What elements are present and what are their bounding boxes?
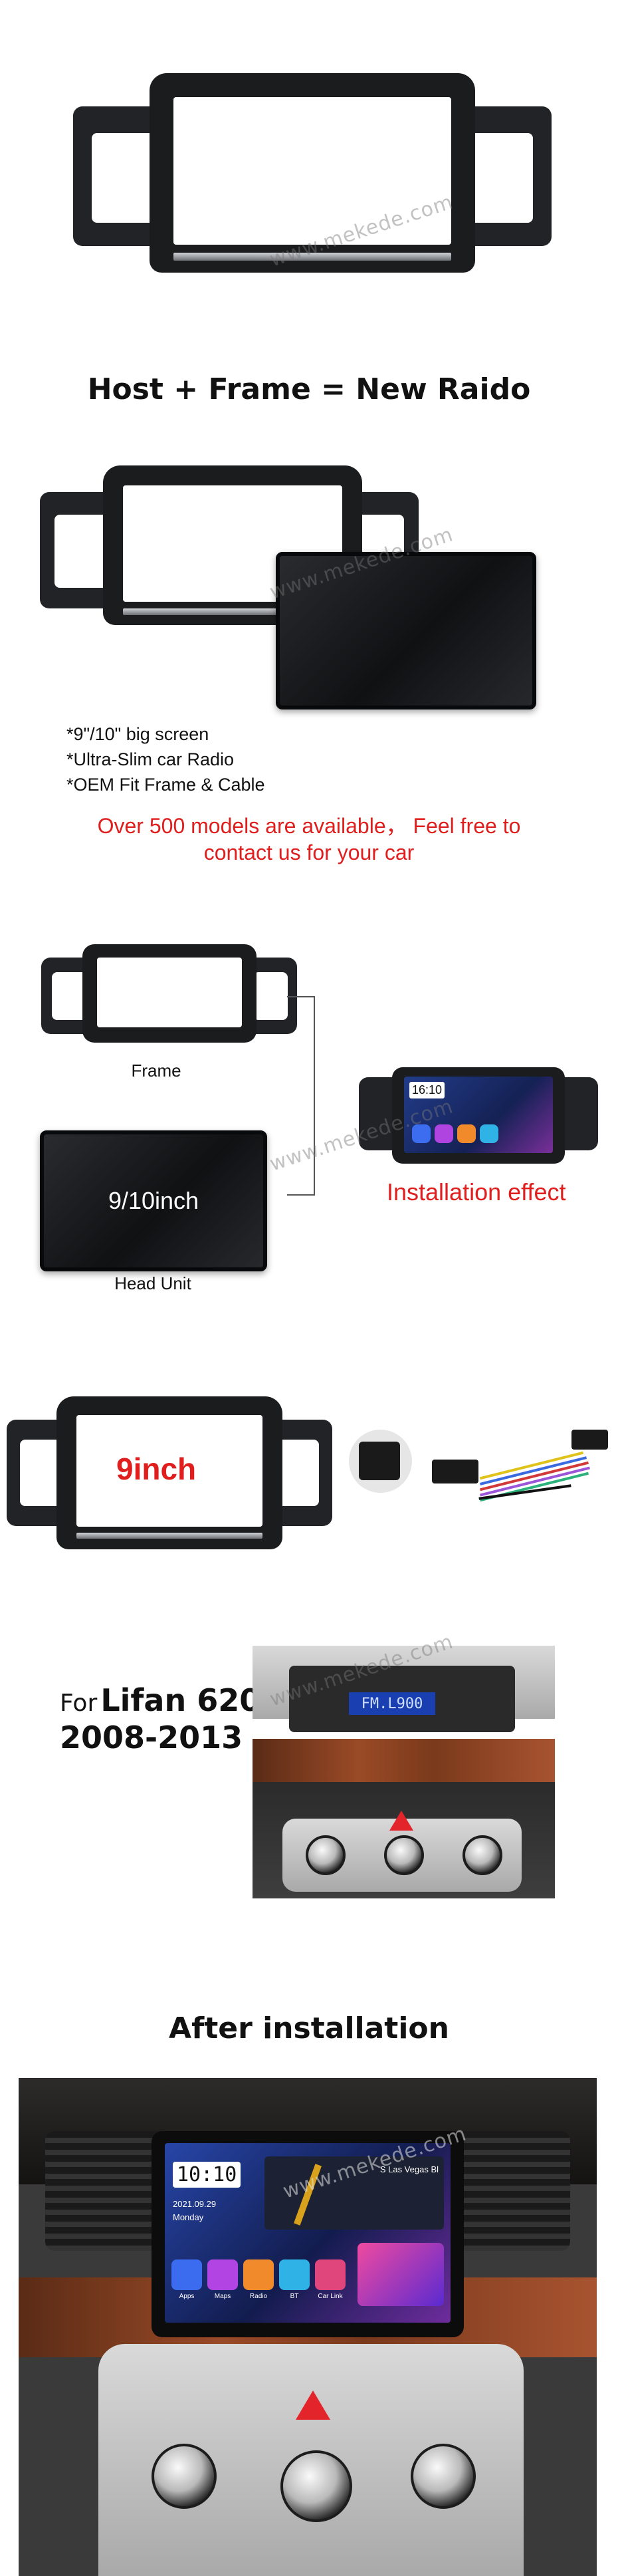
nav-map: S Las Vegas Bl [264,2156,444,2230]
after-title: After installation [169,2011,449,2045]
installation-time: 16:10 [409,1082,445,1098]
app-label: Car Link [318,2293,343,2300]
installation-effect-label: Installation effect [387,1178,566,1206]
hazard-icon-2 [296,2390,330,2420]
frame-body [150,73,475,273]
model-line: For Lifan 620 [60,1682,260,1718]
feature-item: *Ultra-Slim car Radio [66,749,235,769]
model-for-word: For [60,1690,98,1717]
app-label: Apps [179,2293,195,2300]
frame-hero [73,73,552,293]
app-tile[interactable] [207,2259,238,2290]
clock-time: 10:10 [173,2162,241,2188]
model-years: 2008-2013 [60,1720,243,1755]
original-dashboard-photo: FM.L900 [253,1646,555,1898]
size-label: 9inch [116,1452,197,1486]
parts-frame-image [41,944,300,1044]
availability-note: Over 500 models are available， Feel free… [0,813,618,866]
app-label: BT [290,2293,299,2300]
model-text: For Lifan 620 2008-2013 [60,1682,260,1755]
climate-knob-left [306,1835,346,1875]
model-name: Lifan 620 [100,1682,261,1718]
clock-date: 2021.09.29 [173,2199,217,2209]
combo-title: Host + Frame = New Raido [87,372,531,406]
head-unit-screen: 9/10inch [40,1130,267,1271]
hazard-icon [389,1811,413,1831]
app-tile[interactable] [279,2259,310,2290]
head-unit-image [276,552,536,709]
wiring-harness-image [346,1423,611,1549]
climate-knob-right [463,1835,502,1875]
feature-item: *OEM Fit Frame & Cable [66,775,265,795]
app-tile[interactable] [171,2259,202,2290]
installed-dashboard-photo: 10:10 2021.09.29 Monday S Las Vegas Bl A… [19,2078,597,2576]
clock-day: Monday [173,2212,204,2222]
music-widget [358,2243,444,2306]
climate-knob-center-2 [280,2450,352,2522]
installation-image: 16:10 [359,1067,598,1167]
app-tile[interactable] [315,2259,346,2290]
head-unit-label: Head Unit [114,1273,191,1293]
radio-display: FM.L900 [349,1692,435,1715]
availability-note-line1: Over 500 models are available， Feel free… [97,814,521,838]
app-label: Maps [214,2293,231,2300]
bracket-line [287,996,315,1196]
head-unit-size-text: 9/10inch [108,1187,199,1214]
availability-note-line2: contact us for your car [203,840,415,864]
app-label: Radio [249,2293,268,2300]
installed-head-unit: 10:10 2021.09.29 Monday S Las Vegas Bl A… [152,2131,464,2337]
climate-knob-center [384,1835,424,1875]
combo-image [40,465,558,718]
feature-list: *9"/10" big screen *Ultra-Slim car Radio… [66,721,265,797]
feature-item: *9"/10" big screen [66,724,209,744]
size-frame-image: 9inch [7,1396,332,1556]
frame-label: Frame [131,1061,181,1081]
app-tile[interactable] [243,2259,274,2290]
nav-street: S Las Vegas Bl [379,2164,439,2174]
climate-knob-left-2 [152,2444,217,2509]
climate-knob-right-2 [411,2444,476,2509]
